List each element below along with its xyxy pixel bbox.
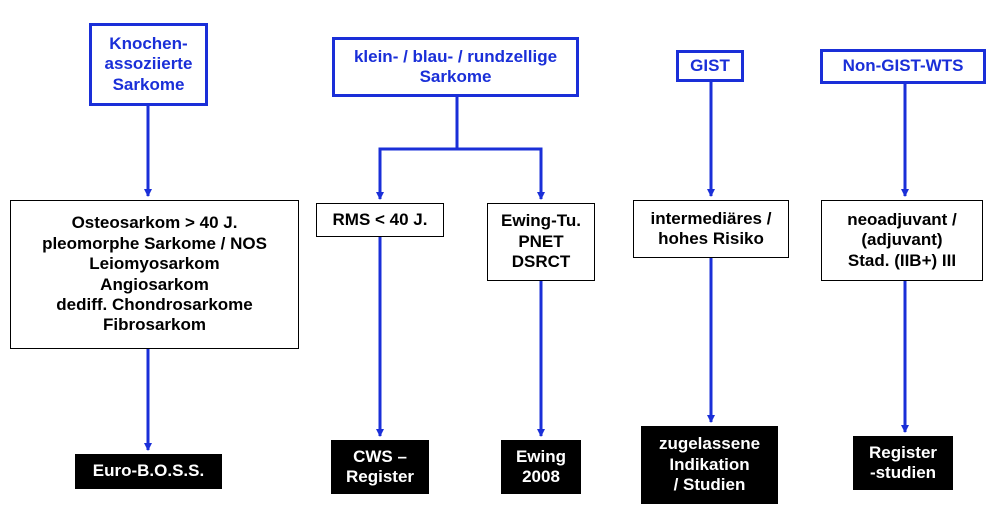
- node-klein-blau-rundzellige-sarkome: klein- / blau- / rundzellige Sarkome: [332, 37, 579, 97]
- node-ewing-2008: Ewing 2008: [501, 440, 581, 494]
- node-ewing-tu: Ewing-Tu. PNET DSRCT: [487, 203, 595, 281]
- node-intermediaeres-hohes-risiko: intermediäres / hohes Risiko: [633, 200, 789, 258]
- arrow-col2-split: [378, 97, 459, 199]
- node-rms: RMS < 40 J.: [316, 203, 444, 237]
- node-gist: GIST: [676, 50, 744, 82]
- node-euro-boss: Euro-B.O.S.S.: [75, 454, 222, 489]
- arrow-col2-split-right: [457, 147, 543, 199]
- node-non-gist-wts: Non-GIST-WTS: [820, 49, 986, 84]
- node-zugelassene-indikation: zugelassene Indikation / Studien: [641, 426, 778, 504]
- node-osteosarkom-group: Osteosarkom > 40 J. pleomorphe Sarkome /…: [10, 200, 299, 349]
- node-register-studien: Register -studien: [853, 436, 953, 490]
- node-knochen-assoziierte-sarkome: Knochen- assoziierte Sarkome: [89, 23, 208, 106]
- node-cws-register: CWS – Register: [331, 440, 429, 494]
- node-neoadjuvant: neoadjuvant / (adjuvant) Stad. (IIB+) II…: [821, 200, 983, 281]
